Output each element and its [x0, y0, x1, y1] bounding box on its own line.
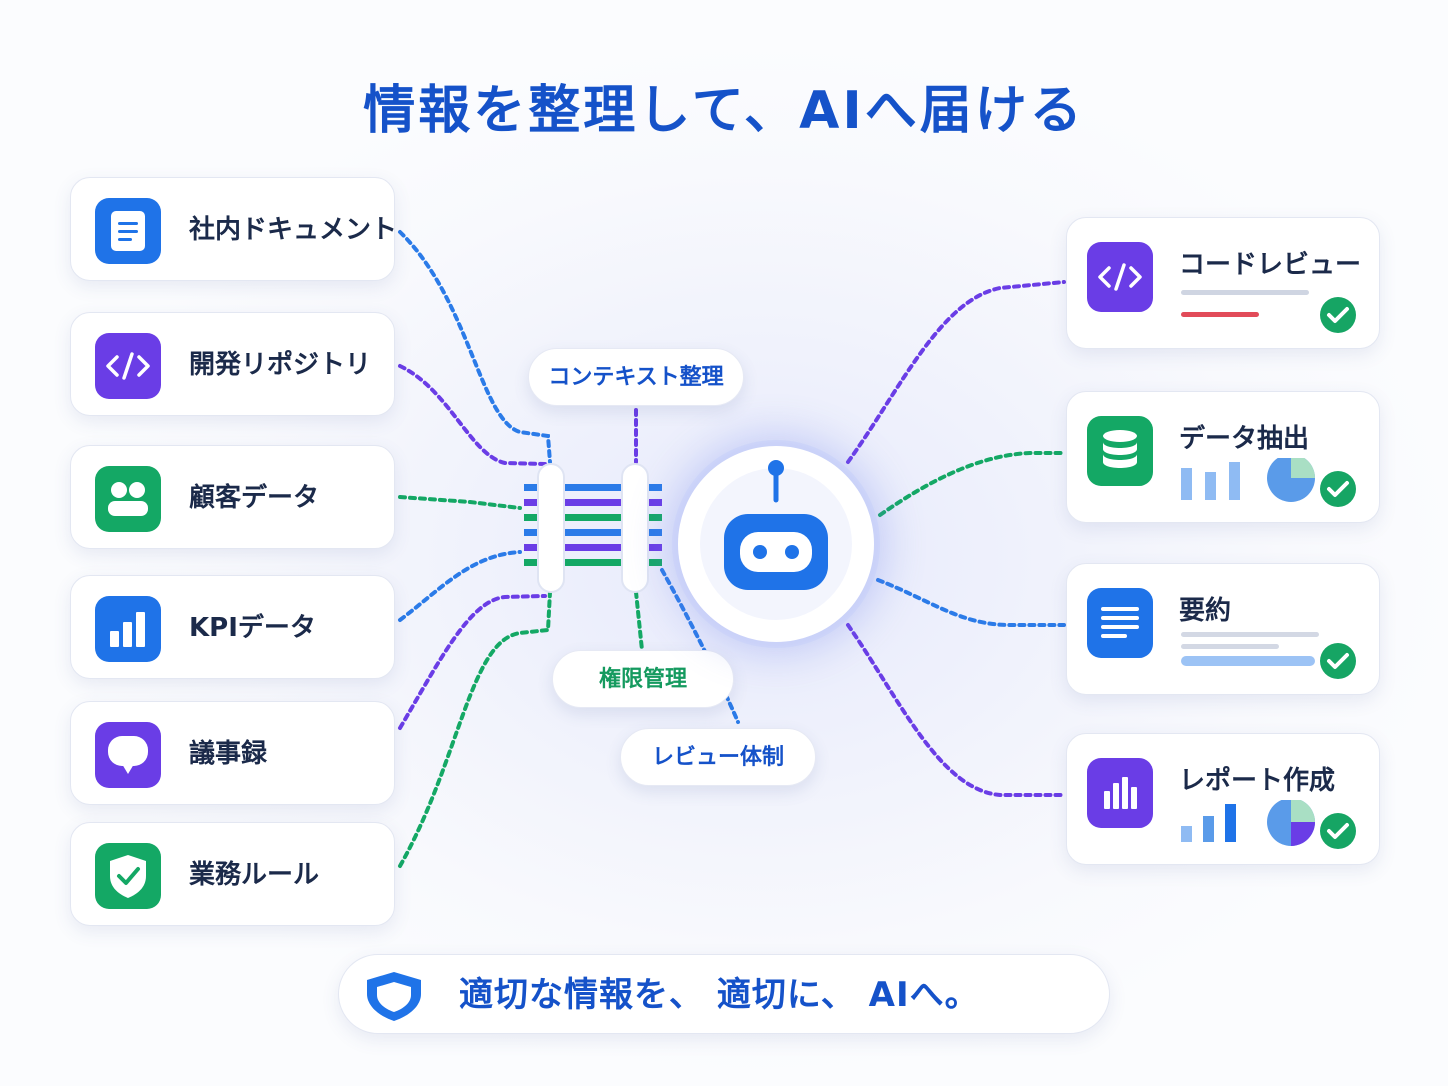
ai-hub [678, 446, 874, 642]
source-label: 社内ドキュメント [189, 215, 398, 245]
wire-kpi [398, 550, 522, 622]
wire-report [846, 623, 1066, 797]
bar-chart-icon [95, 596, 161, 662]
wire-data-extract [878, 451, 1066, 517]
check-icon [1320, 813, 1356, 849]
output-label: 要約 [1179, 596, 1232, 626]
wire-repository [398, 364, 547, 466]
wire-documents [398, 230, 552, 464]
database-icon [1087, 416, 1153, 486]
output-card-data-extract: データ抽出 [1066, 391, 1380, 523]
output-label: レポート作成 [1179, 766, 1336, 796]
source-card-customer: 顧客データ [70, 445, 395, 549]
document-icon [95, 198, 161, 264]
source-label: 業務ルール [189, 860, 320, 890]
context-organize-pill: コンテキスト整理 [528, 348, 744, 406]
output-label: データ抽出 [1179, 424, 1310, 454]
review-system-pill: レビュー体制 [620, 728, 816, 786]
summary-lines [1181, 632, 1319, 666]
filter-block [524, 463, 662, 593]
check-icon [1320, 297, 1356, 333]
source-card-kpi: KPIデータ [70, 575, 395, 679]
output-card-summary: 要約 [1066, 563, 1380, 695]
wire-review [660, 568, 740, 724]
source-card-minutes: 議事録 [70, 701, 395, 805]
output-card-code-review: コードレビュー [1066, 217, 1380, 349]
code-review-lines [1181, 290, 1309, 317]
source-card-rules: 業務ルール [70, 822, 395, 926]
source-card-repository: 開発リポジトリ [70, 312, 395, 416]
footer-banner: 適切な情報を、 適切に、 AIへ。 [338, 954, 1110, 1034]
check-icon [1320, 643, 1356, 679]
wire-summary [876, 578, 1066, 627]
robot-icon [724, 460, 828, 590]
source-label: KPIデータ [189, 613, 316, 643]
source-label: 議事録 [189, 739, 268, 769]
code-icon [1087, 242, 1153, 312]
wire-code-review [846, 280, 1066, 464]
chat-bubble-icon [95, 722, 161, 788]
shield-check-icon [95, 843, 161, 909]
data-extract-charts [1181, 458, 1315, 502]
users-icon [95, 466, 161, 532]
shield-icon [367, 972, 421, 1021]
footer-text: 適切な情報を、 適切に、 AIへ。 [459, 975, 980, 1015]
output-label: コードレビュー [1179, 250, 1362, 280]
report-chart-icon [1087, 758, 1153, 828]
check-icon [1320, 471, 1356, 507]
source-card-documents: 社内ドキュメント [70, 177, 398, 281]
report-charts [1181, 800, 1315, 846]
output-card-report: レポート作成 [1066, 733, 1380, 865]
wire-permission [634, 590, 644, 652]
source-label: 開発リポジトリ [189, 350, 372, 380]
wire-minutes [398, 594, 547, 730]
document-lines-icon [1087, 588, 1153, 658]
permission-management-pill: 権限管理 [552, 650, 734, 708]
wire-rules [398, 590, 552, 868]
page-title: 情報を整理して、AIへ届ける [363, 81, 1085, 141]
code-icon [95, 333, 161, 399]
wire-customer [398, 495, 522, 510]
source-label: 顧客データ [189, 483, 320, 513]
